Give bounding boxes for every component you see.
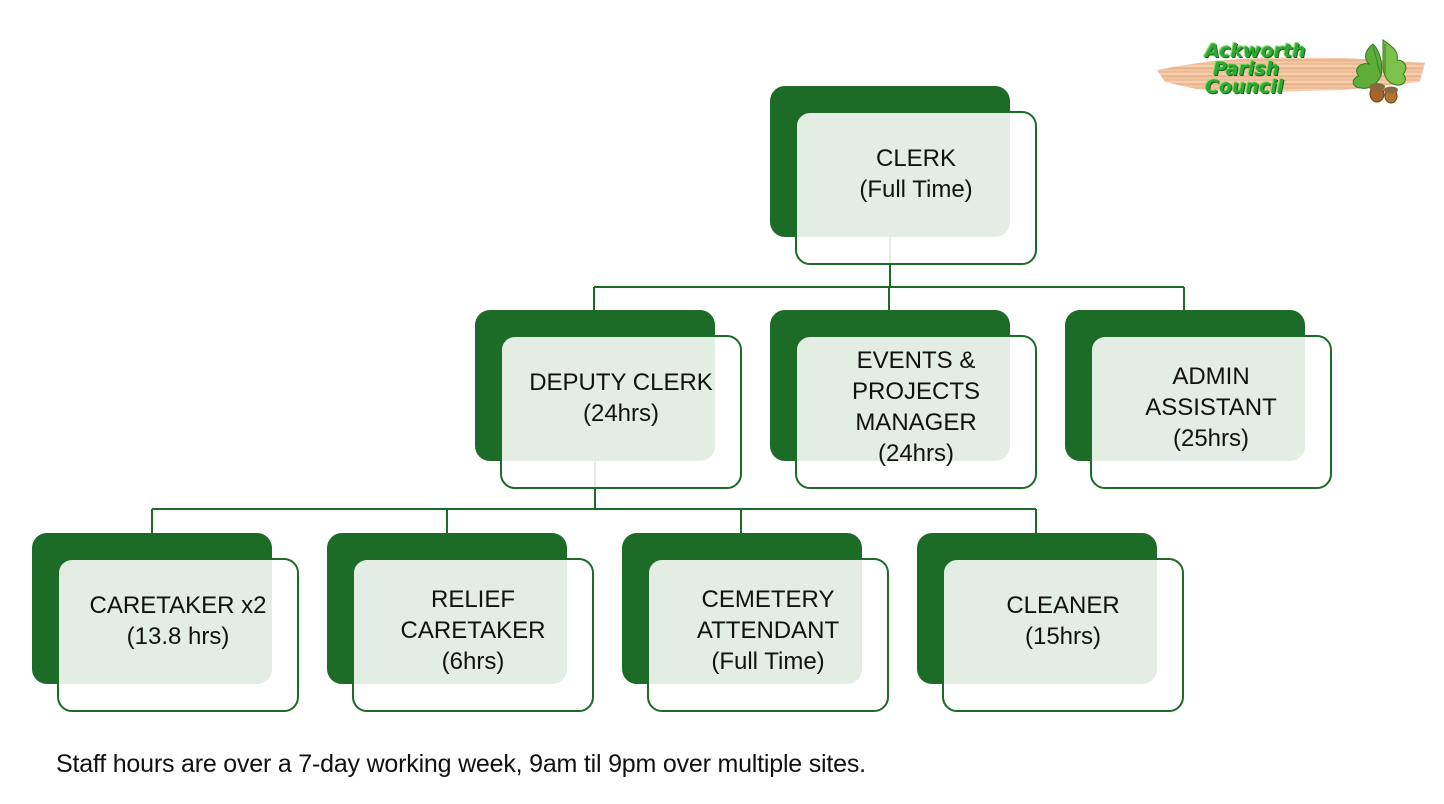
oak-leaf-acorn-icon (1352, 39, 1407, 104)
node-hours: (15hrs) (1024, 622, 1102, 650)
node-title: CLEANER (1006, 591, 1120, 619)
node-label: DEPUTY CLERK (24hrs) (500, 335, 742, 460)
node-front-shape (795, 111, 1037, 265)
node-label: CARETAKER x2 (13.8 hrs) (57, 558, 299, 683)
node-label: CLEANER (15hrs) (942, 558, 1184, 683)
node-title-line-2: CARETAKER (400, 616, 546, 644)
node-title-line-3: MANAGER (855, 409, 977, 436)
node-title-line-2: ATTENDANT (696, 616, 840, 644)
node-relief-caretaker[interactable]: RELIEF CARETAKER (6hrs) (327, 533, 595, 713)
node-deputy-clerk[interactable]: DEPUTY CLERK (24hrs) (475, 310, 743, 490)
staff-hours-note: Staff hours are over a 7-day working wee… (56, 750, 866, 778)
logo-line-1: Ackworth (1205, 40, 1306, 62)
node-hours: (24hrs) (582, 399, 660, 427)
node-hours: (25hrs) (1172, 424, 1250, 452)
node-hours: (6hrs) (441, 647, 505, 675)
node-cleaner[interactable]: CLEANER (15hrs) (917, 533, 1185, 713)
node-front-shape (352, 558, 594, 712)
node-admin-assistant[interactable]: ADMIN ASSISTANT (25hrs) (1065, 310, 1333, 490)
node-hours: (24hrs) (877, 440, 955, 467)
logo-wordmark: Ackworth Parish Council (1205, 40, 1306, 98)
node-label: EVENTS & PROJECTS MANAGER (24hrs) (795, 332, 1037, 482)
node-label: CEMETERY ATTENDANT (Full Time) (647, 555, 889, 705)
node-title-line-1: EVENTS & (856, 347, 976, 374)
logo-line-2: Parish (1213, 58, 1280, 80)
node-clerk[interactable]: CLERK (Full Time) (770, 86, 1038, 266)
node-title-line-1: CEMETERY (701, 585, 835, 613)
node-title-line-1: RELIEF (430, 585, 516, 613)
node-title: CARETAKER x2 (89, 591, 267, 619)
node-title: CLERK (875, 144, 957, 172)
node-title: DEPUTY CLERK (529, 368, 713, 396)
node-label: CLERK (Full Time) (795, 111, 1037, 236)
node-cemetery-attendant[interactable]: CEMETERY ATTENDANT (Full Time) (622, 533, 890, 713)
node-label: RELIEF CARETAKER (6hrs) (352, 555, 594, 705)
council-logo: Ackworth Parish Council (1155, 36, 1427, 110)
node-front-shape (57, 558, 299, 712)
node-front-shape (647, 558, 889, 712)
node-hours: (Full Time) (859, 175, 973, 203)
node-front-shape (1090, 335, 1332, 489)
node-front-shape (942, 558, 1184, 712)
logo-line-3: Council (1205, 76, 1284, 98)
node-title-line-1: ADMIN (1172, 362, 1250, 390)
node-title-line-2: PROJECTS (851, 378, 980, 405)
node-hours: (Full Time) (711, 647, 825, 675)
node-hours: (13.8 hrs) (126, 622, 230, 650)
node-front-shape (500, 335, 742, 489)
node-title-line-2: ASSISTANT (1145, 393, 1277, 421)
node-events-projects-manager[interactable]: EVENTS & PROJECTS MANAGER (24hrs) (770, 310, 1038, 490)
node-caretaker[interactable]: CARETAKER x2 (13.8 hrs) (32, 533, 300, 713)
node-front-shape (795, 335, 1037, 489)
node-label: ADMIN ASSISTANT (25hrs) (1090, 332, 1332, 482)
